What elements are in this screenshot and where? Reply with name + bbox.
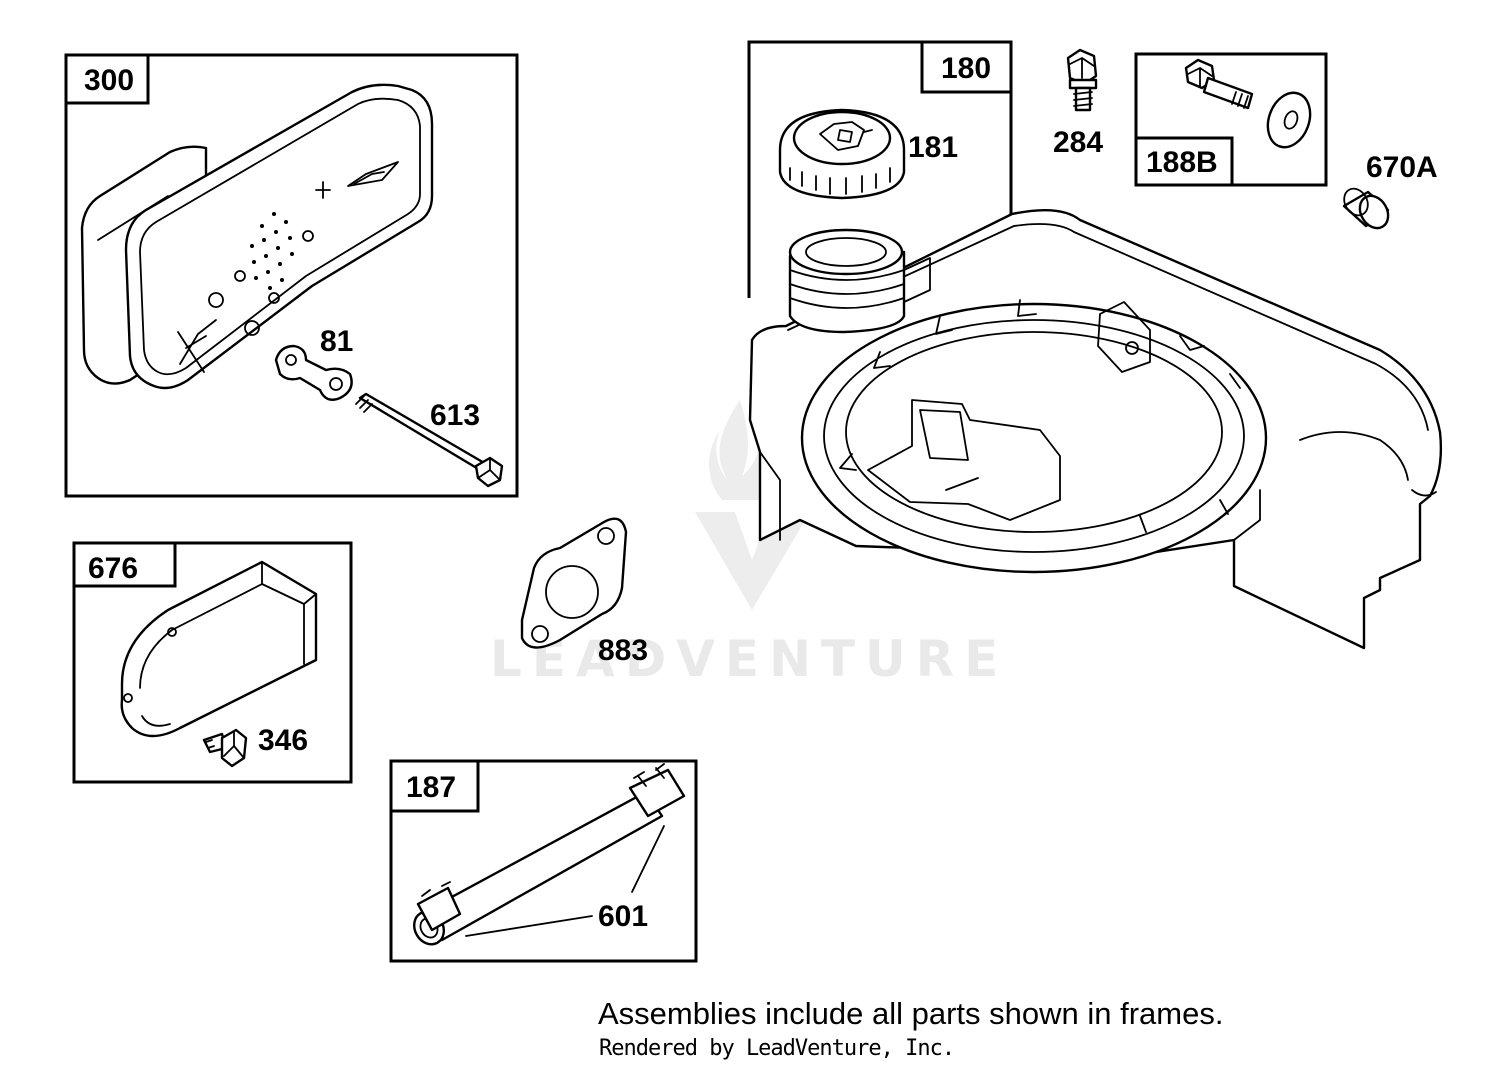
bracket-81-icon: [274, 344, 353, 401]
render-credit: Rendered by LeadVenture, Inc.: [599, 1036, 955, 1061]
callout-670a[interactable]: 670A: [1366, 151, 1438, 184]
frame-180: 180 181: [747, 40, 1013, 298]
assembly-note: Assemblies include all parts shown in fr…: [598, 996, 1224, 1031]
bushing-670a-icon: [1342, 187, 1390, 230]
callout-181[interactable]: 181: [908, 131, 958, 164]
bolt-188b-icon: [1184, 58, 1254, 110]
fuel-hose-187-icon: [412, 763, 686, 946]
fuel-tank-shroud-icon: [748, 209, 1443, 650]
callout-613[interactable]: 613: [430, 399, 480, 432]
bolt-613-icon: [355, 392, 504, 488]
leader-601: [465, 825, 665, 937]
gasket-883-icon: [520, 517, 628, 649]
screw-284-icon: [1066, 48, 1098, 112]
callout-284[interactable]: 284: [1053, 126, 1103, 159]
frame-676: 676 346: [72, 541, 353, 784]
frame-188b: 188B: [1134, 52, 1328, 187]
callout-676[interactable]: 676: [88, 552, 138, 585]
callout-601[interactable]: 601: [598, 900, 648, 933]
fuel-cap-icon: [778, 108, 906, 200]
washer-188b-icon: [1266, 91, 1312, 149]
screw-346-icon: [202, 728, 248, 768]
watermark-text: LEADVENTURE: [490, 630, 1008, 688]
muffler-guard-icon: [80, 83, 434, 390]
leadventure-watermark: LEADVENTURE: [490, 400, 1008, 688]
callout-300[interactable]: 300: [84, 64, 134, 97]
frame-187: 187 601: [389, 759, 698, 963]
deflector-676-icon: [120, 560, 318, 738]
callout-883[interactable]: 883: [598, 634, 648, 667]
callout-188b[interactable]: 188B: [1146, 146, 1218, 179]
callout-346[interactable]: 346: [258, 724, 308, 757]
callout-81[interactable]: 81: [320, 325, 353, 358]
callout-187[interactable]: 187: [406, 771, 456, 804]
watermark-logo-icon: [695, 400, 810, 610]
callout-180[interactable]: 180: [941, 52, 991, 85]
frame-300: 300: [64, 53, 519, 498]
